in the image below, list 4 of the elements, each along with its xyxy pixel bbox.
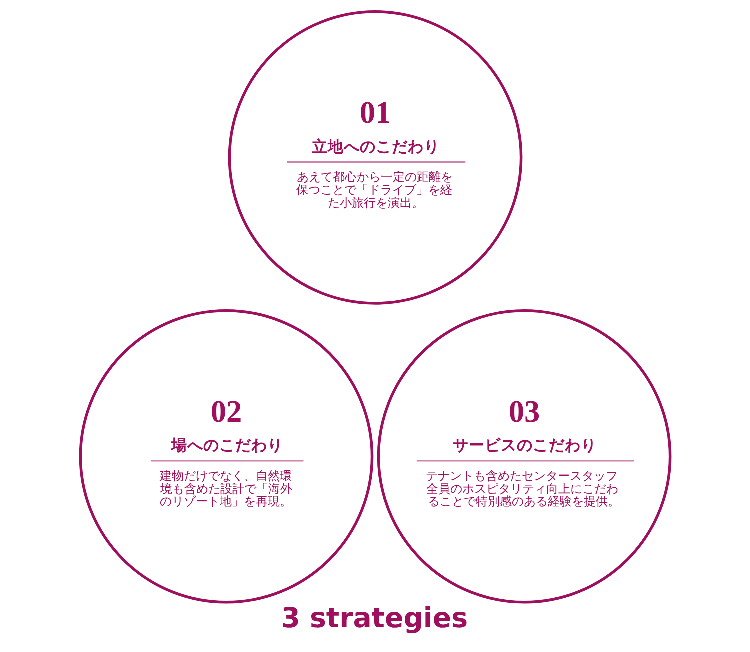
caption: 3 strategies xyxy=(280,601,468,634)
node-circle: 02 場へのこだわり 建物だけでなく、自然環境も含めた設計で「海外のリゾート地」を再現。 xyxy=(78,309,374,604)
node-circle: 03 サービスのこだわり テナントも含めたセンタースタッフ全員のホスピタリティ向上にこだわることで特別感のある経験を提供。 xyxy=(376,309,672,604)
node-circle: 01 立地へのこだわり あえて都心から一定の距離を保つことで「ドライブ」を経た小旅行を演出。 xyxy=(228,10,522,305)
